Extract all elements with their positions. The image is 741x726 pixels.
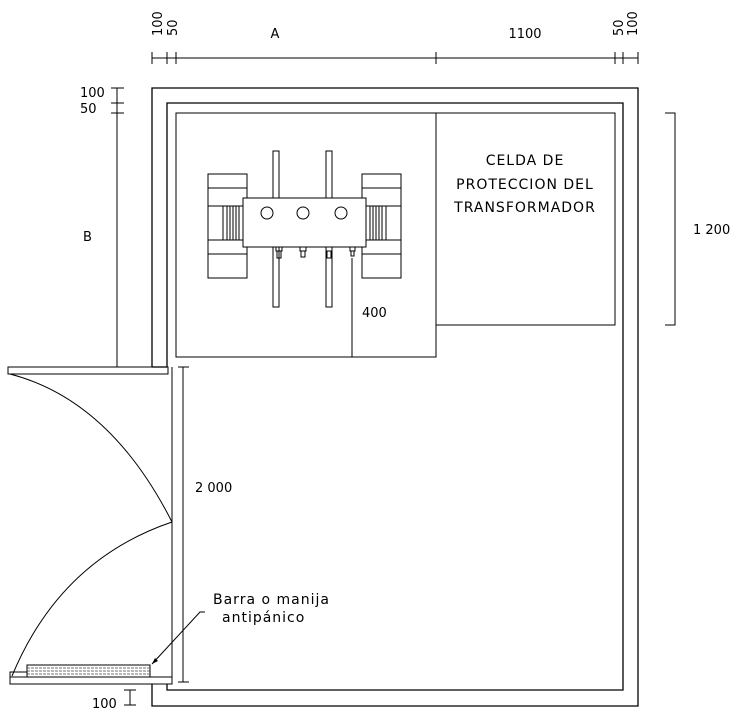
- clearance-dimension: 400: [362, 306, 387, 321]
- cell-label-line3: TRANSFORMADOR: [453, 200, 596, 216]
- top-dim-100-right: 100: [626, 11, 641, 36]
- bottom-dim-marker: [124, 689, 136, 706]
- left-radiator: [207, 173, 248, 279]
- top-dim-50-right: 50: [612, 19, 627, 36]
- left-dim-b: B: [83, 230, 92, 245]
- top-dimension-line: [151, 52, 639, 64]
- right-dim-cell-depth: 1 200: [693, 223, 730, 238]
- antipanic-bar: [9, 611, 205, 678]
- top-dim-100-left: 100: [151, 11, 166, 36]
- top-dim-a: A: [271, 27, 280, 42]
- right-dimension-line: [665, 112, 676, 326]
- double-door: [7, 366, 173, 685]
- protection-cell: [435, 112, 616, 326]
- door-dimension: 2 000: [195, 481, 232, 496]
- cell-label-line1: CELDA DE: [486, 153, 565, 169]
- left-dimension-line: [110, 87, 125, 368]
- left-dim-50: 50: [80, 102, 97, 117]
- transformer-body: [242, 197, 367, 248]
- transformer: [207, 150, 402, 308]
- bar-label-line1: Barra o manija: [213, 592, 330, 608]
- cell-label-line2: PROTECCION DEL: [456, 177, 594, 193]
- bottom-dim-100: 100: [92, 697, 117, 712]
- top-dim-50-left: 50: [166, 19, 181, 36]
- left-dim-100: 100: [80, 86, 105, 101]
- top-dim-cell: 1100: [508, 27, 541, 42]
- bar-label-line2: antipánico: [222, 610, 305, 626]
- door-dimension-line: [178, 366, 189, 683]
- bushings: [275, 246, 356, 259]
- right-radiator: [361, 173, 402, 279]
